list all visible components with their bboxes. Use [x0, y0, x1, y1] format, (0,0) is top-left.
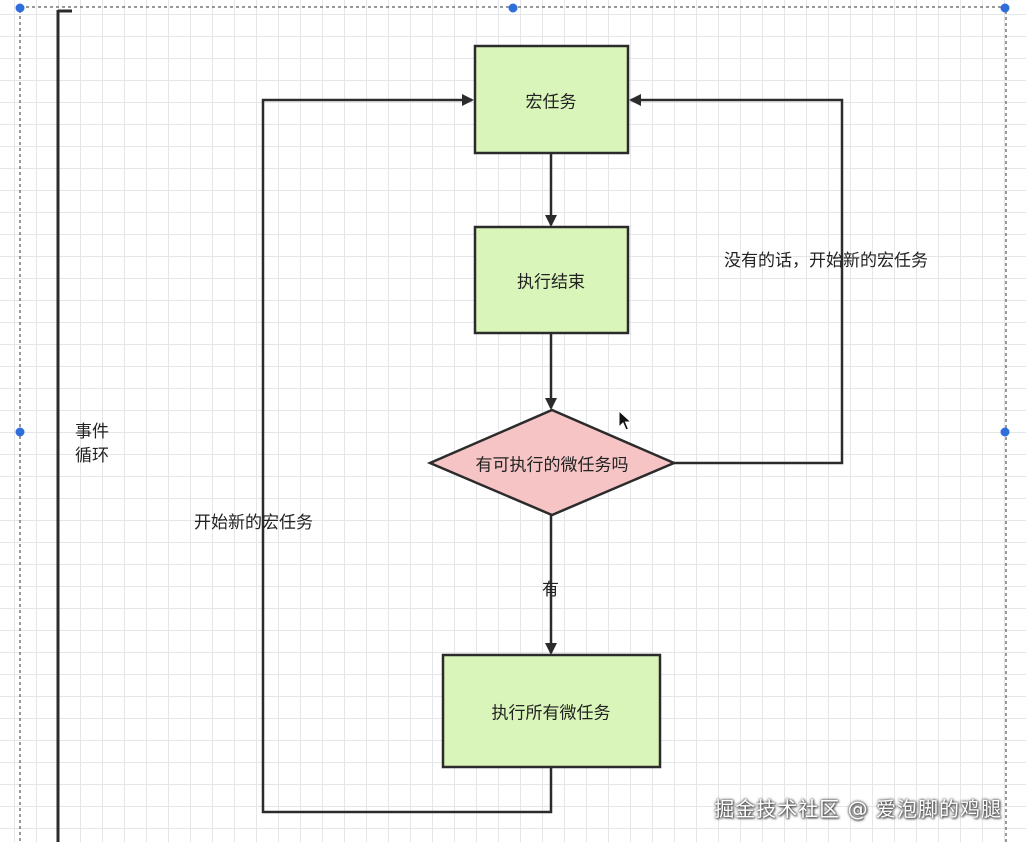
node-exec-all-micro-label: 执行所有微任务 [491, 703, 611, 724]
event-loop-label: 事件 循环 [75, 420, 115, 468]
node-macro-task[interactable] [473, 44, 630, 155]
edge-decision-no [629, 94, 844, 465]
resize-handle-top-left[interactable] [15, 3, 25, 13]
resize-handle-top-center[interactable] [508, 3, 518, 13]
mouse-cursor-icon [618, 410, 633, 431]
event-loop-label-line2: 循环 [75, 446, 109, 466]
node-exec-end-label: 执行结束 [517, 272, 585, 293]
watermark: 掘金技术社区 @ 爱泡脚的鸡腿 [714, 797, 1002, 821]
edge-label-yes: 有 [542, 580, 559, 600]
resize-handle-middle-left[interactable] [15, 427, 25, 437]
node-macro-task-label: 宏任务 [525, 92, 577, 113]
edge-label-loop-back: 开始新的宏任务 [194, 513, 313, 533]
node-exec-all-micro[interactable] [441, 653, 662, 769]
edge-label-no-branch: 没有的话，开始新的宏任务 [724, 251, 928, 271]
resize-handle-top-right[interactable] [1000, 3, 1010, 13]
resize-handle-middle-right[interactable] [1000, 427, 1010, 437]
node-has-micro-label: 有可执行的微任务吗 [475, 455, 629, 476]
event-loop-label-line1: 事件 [75, 422, 109, 442]
edge-loop-back [261, 94, 553, 814]
node-exec-end[interactable] [473, 225, 630, 335]
